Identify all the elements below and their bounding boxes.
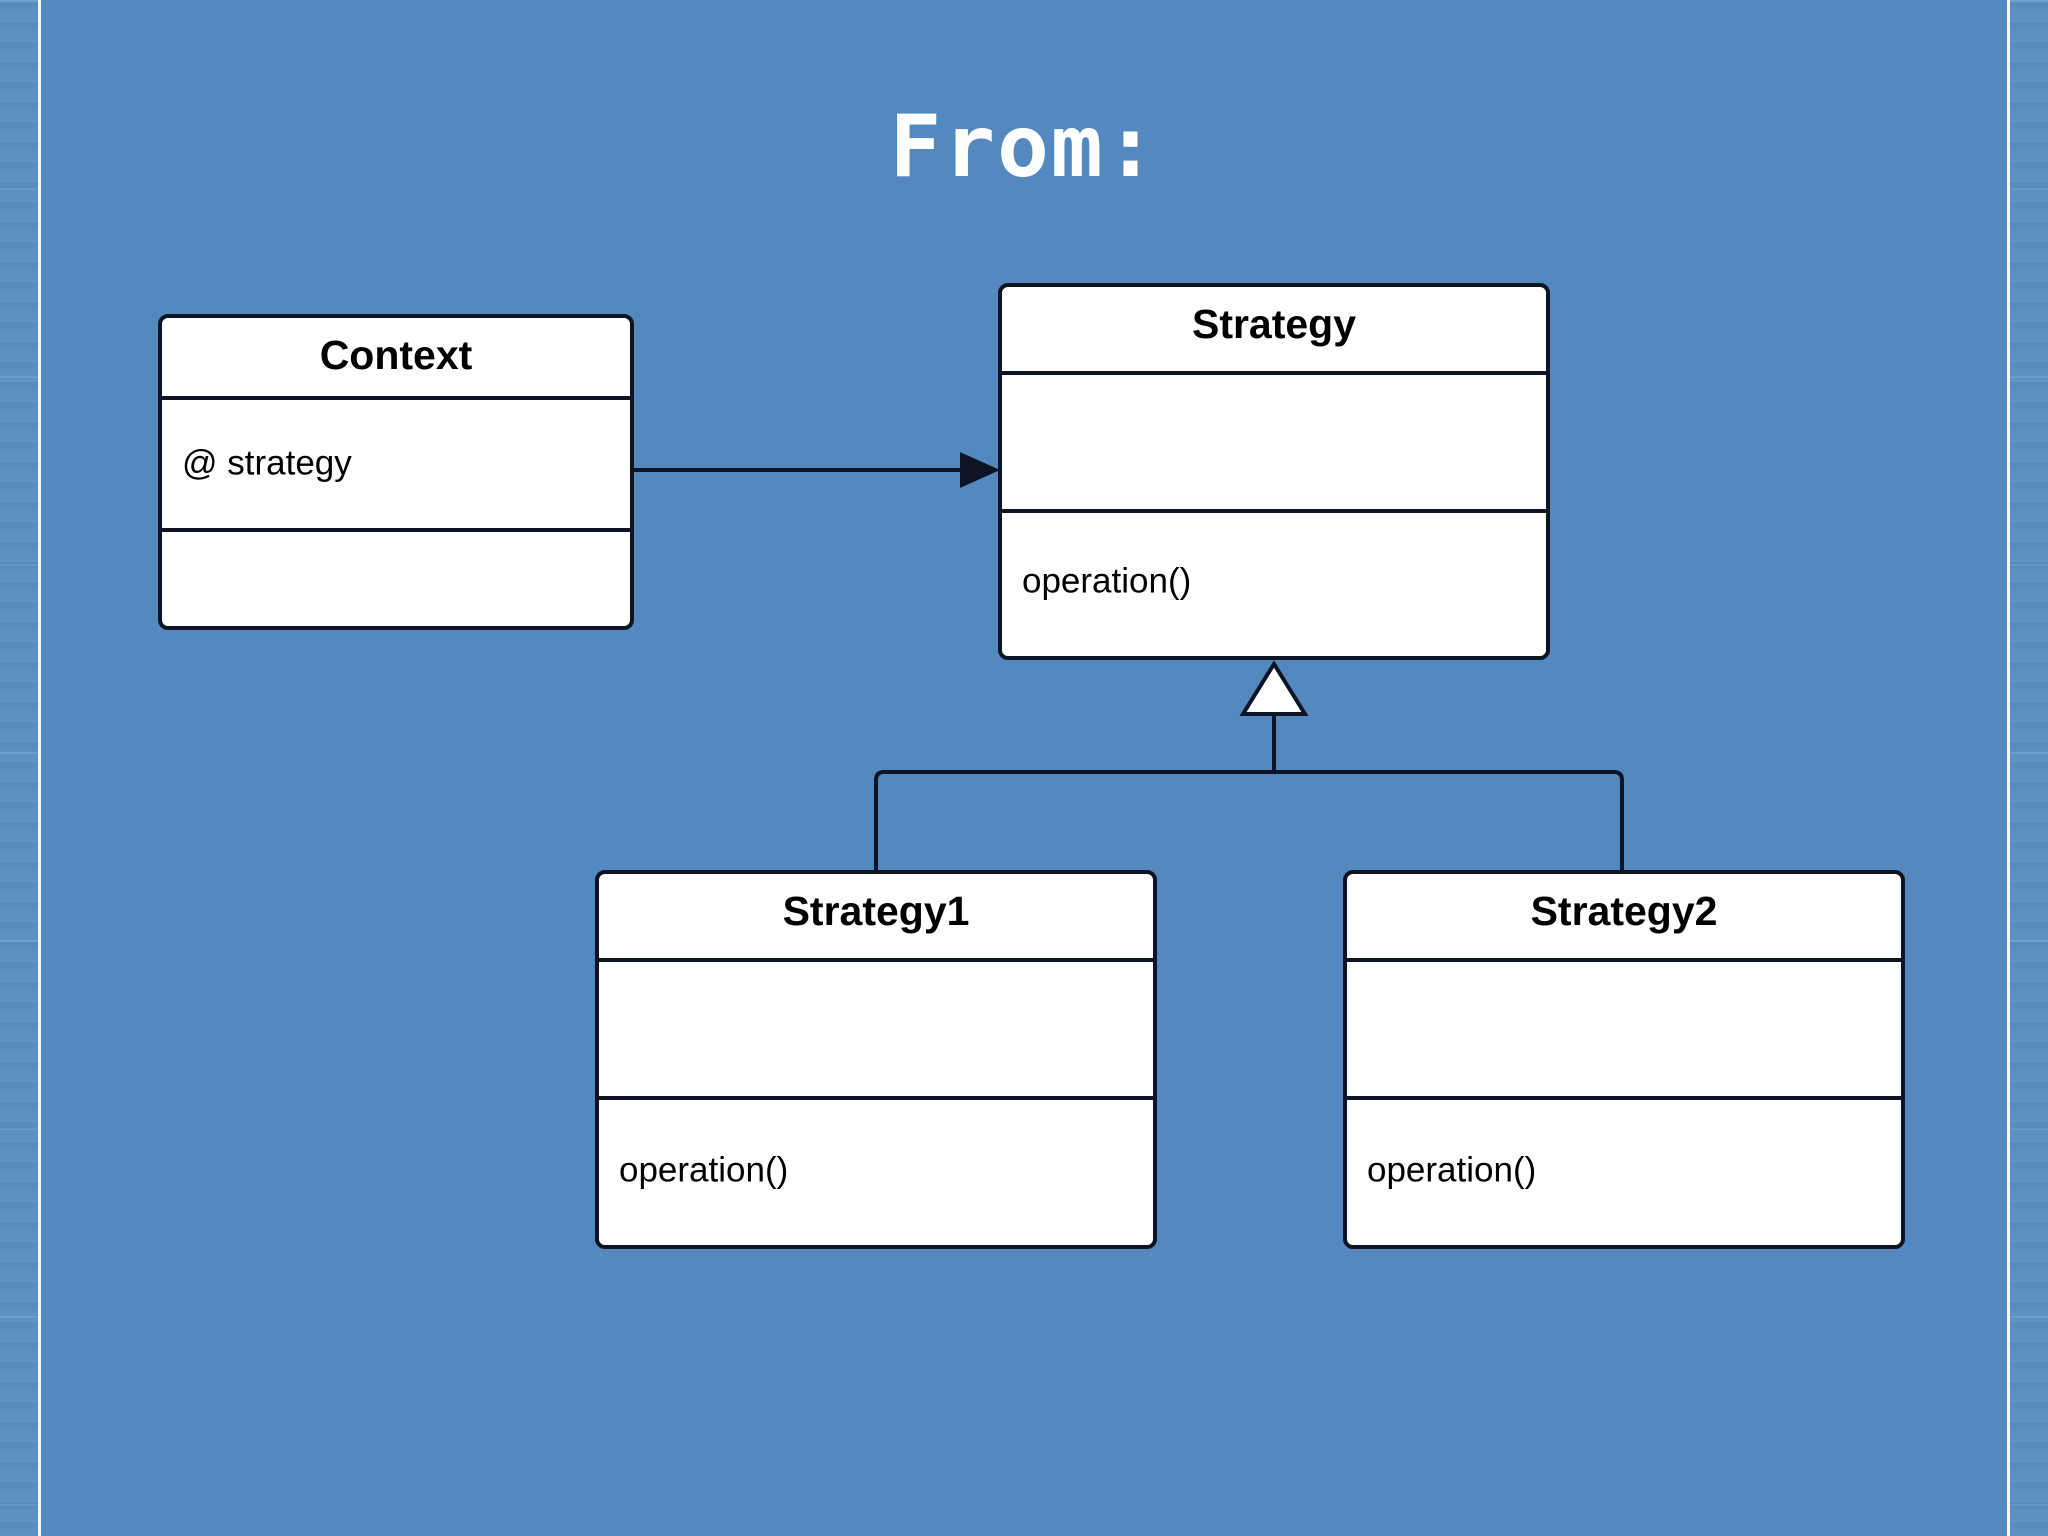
strategy-box-outline [998, 283, 1550, 660]
relation-context-uses-strategy[interactable] [632, 452, 1000, 488]
context-class-name: Context [320, 332, 473, 378]
right-edge-texture-strip [2010, 0, 2048, 1536]
left-edge-divider [38, 0, 41, 1536]
strategy-operation: operation() [1022, 561, 1191, 600]
class-box-context[interactable]: Context @ strategy [158, 314, 634, 630]
right-edge-divider [2007, 0, 2010, 1536]
class-box-strategy1[interactable]: Strategy1 operation() [595, 870, 1157, 1249]
inheritance-triangle-icon [1239, 660, 1309, 716]
slide-title: From: [889, 97, 1159, 197]
strategy1-operation: operation() [619, 1150, 788, 1189]
class-box-strategy2[interactable]: Strategy2 operation() [1343, 870, 1905, 1249]
association-arrowhead-icon [960, 452, 1000, 488]
strategy1-class-name: Strategy1 [783, 888, 970, 934]
strategy2-class-name: Strategy2 [1531, 888, 1718, 934]
class-box-strategy[interactable]: Strategy operation() [998, 283, 1550, 660]
relation-generalization-bracket[interactable] [874, 660, 1624, 872]
left-edge-texture-strip [0, 0, 38, 1536]
strategy2-operation: operation() [1367, 1150, 1536, 1189]
generalization-bracket-line [874, 770, 1624, 872]
strategy-class-name: Strategy [1192, 301, 1356, 347]
context-attribute-strategy: @ strategy [182, 443, 352, 482]
